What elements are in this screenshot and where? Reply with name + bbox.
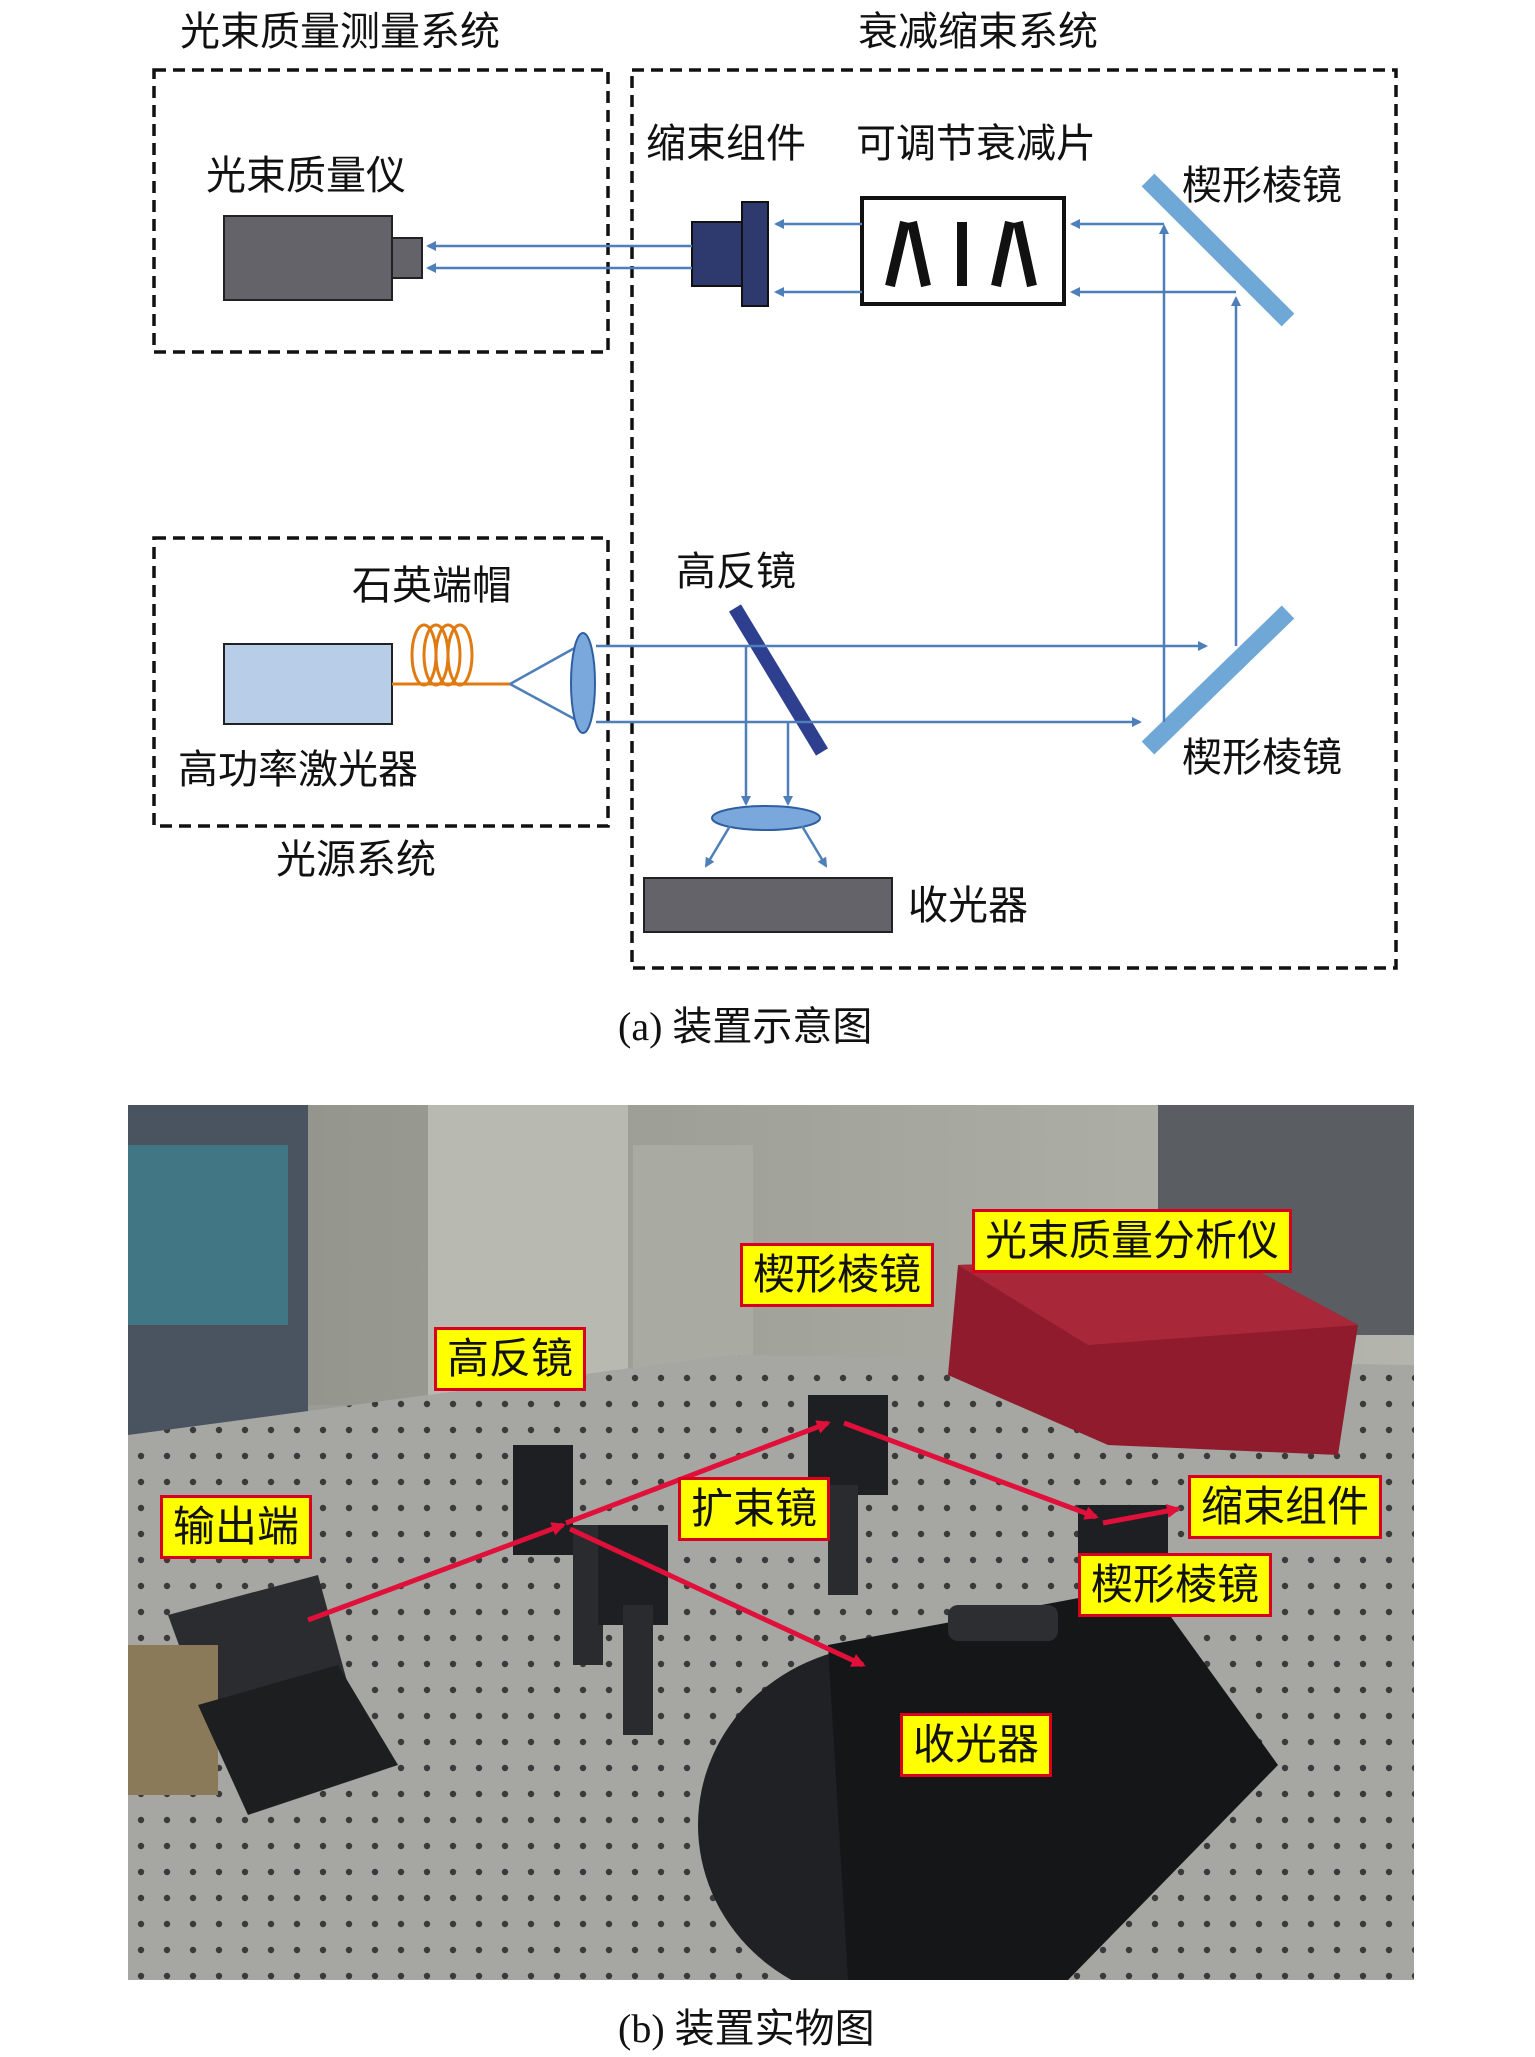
collector-lens xyxy=(711,805,821,831)
photo-output-fiber xyxy=(128,1645,218,1795)
beam-reducer-front xyxy=(741,201,769,307)
collimating-lens xyxy=(570,632,596,734)
collector-spread-right xyxy=(800,825,828,868)
label-attenuator: 可调节衰减片 xyxy=(856,121,1096,167)
beam-reducer xyxy=(691,221,743,287)
photo-tag-analyzer: 光束质量分析仪 xyxy=(972,1209,1293,1274)
meter-lens xyxy=(391,237,423,279)
attenuate-system-box xyxy=(630,68,1398,970)
setup-photo: 输出端 高反镜 楔形棱镜 光束质量分析仪 扩束镜 缩束组件 楔形棱镜 收光器 xyxy=(128,1105,1414,1980)
source-system-box xyxy=(152,536,610,828)
group-title-measure: 光束质量测量系统 xyxy=(180,9,500,55)
setup-schematic xyxy=(152,68,1398,970)
photo-post-prism-1 xyxy=(828,1485,858,1595)
wedge-prism-top xyxy=(1141,173,1295,327)
fiber-coil xyxy=(410,623,474,687)
collector-block xyxy=(643,877,893,933)
group-title-attenuate: 衰减缩束系统 xyxy=(858,9,1098,55)
photo-mount-reflector xyxy=(513,1445,573,1555)
photo-collector-handle xyxy=(948,1605,1058,1641)
caption-b: (b) 装置实物图 xyxy=(618,2006,875,2051)
photo-cable-bundle xyxy=(128,1145,288,1325)
photo-tag-reducer: 缩束组件 xyxy=(1188,1475,1383,1540)
divergence-lower xyxy=(509,682,581,724)
photo-cabinet-door xyxy=(633,1145,753,1395)
photo-tag-expander: 扩束镜 xyxy=(678,1477,831,1542)
photo-tag-high-reflector: 高反镜 xyxy=(434,1327,587,1392)
label-wedge-prism-top: 楔形棱镜 xyxy=(1182,163,1342,209)
photo-tag-wedge-prism-1: 楔形棱镜 xyxy=(740,1243,935,1308)
photo-output-base xyxy=(198,1665,398,1815)
photo-beam-5 xyxy=(568,1526,866,1668)
photo-beam-2 xyxy=(565,1420,831,1526)
photo-post-expander xyxy=(623,1605,653,1735)
collector-spread-left xyxy=(704,825,732,868)
photo-beam-4 xyxy=(1102,1504,1181,1526)
label-collector: 收光器 xyxy=(908,883,1028,929)
label-beam-reducer: 缩束组件 xyxy=(646,121,806,167)
photo-beam-3 xyxy=(843,1420,1099,1520)
divergence-upper xyxy=(509,643,581,686)
caption-a: (a) 装置示意图 xyxy=(618,1004,873,1049)
photo-beam-1 xyxy=(307,1522,566,1623)
label-quartz-endcap: 石英端帽 xyxy=(352,563,512,609)
high-reflector-mirror xyxy=(729,604,828,756)
beam-quality-meter xyxy=(223,215,393,301)
label-beam-quality-meter: 光束质量仪 xyxy=(206,153,406,199)
label-high-reflector: 高反镜 xyxy=(676,549,796,595)
laser-body xyxy=(223,643,393,725)
photo-tag-wedge-prism-2: 楔形棱镜 xyxy=(1078,1553,1273,1618)
photo-tag-collector: 收光器 xyxy=(900,1713,1053,1778)
label-wedge-prism-bottom: 楔形棱镜 xyxy=(1182,735,1342,781)
group-title-source: 光源系统 xyxy=(276,837,436,883)
wedge-prism-bottom xyxy=(1141,605,1295,755)
photo-tag-output: 输出端 xyxy=(160,1495,313,1560)
attenuator-plates xyxy=(885,220,1037,288)
photo-collector-body xyxy=(828,1585,1278,1980)
photo-analyzer-top xyxy=(958,1255,1358,1345)
measure-system-box xyxy=(152,68,610,354)
label-laser: 高功率激光器 xyxy=(178,747,418,793)
